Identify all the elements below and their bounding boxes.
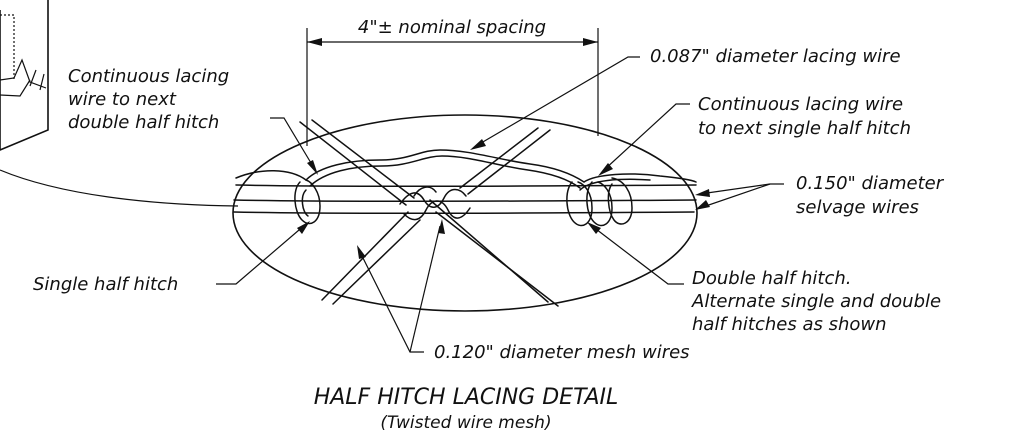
continuous-single-callout: Continuous lacing wire to next single ha… — [598, 94, 911, 176]
continuous-single-label-2: to next single half hitch — [698, 118, 911, 139]
continuous-double-label-1: Continuous lacing — [68, 66, 229, 87]
double-half-hitch-label-2: Alternate single and double — [691, 291, 941, 312]
mesh-wires-label: 0.120" diameter mesh wires — [434, 342, 690, 363]
selvage-label-1: 0.150" diameter — [796, 173, 945, 194]
double-half-hitch-label-1: Double half hitch. — [692, 268, 852, 289]
spacing-dimension: 4"± nominal spacing — [306, 17, 599, 146]
continuous-double-callout: Continuous lacing wire to next double ha… — [68, 66, 318, 175]
diagram-subtitle: (Twisted wire mesh) — [380, 413, 551, 433]
detail-ellipse — [232, 114, 698, 312]
lacing-wire — [235, 149, 697, 227]
selvage-callout: 0.150" diameter selvage wires — [695, 173, 945, 218]
continuous-double-label-3: double half hitch — [68, 112, 219, 133]
single-half-hitch-label: Single half hitch — [33, 274, 178, 295]
continuous-double-label-2: wire to next — [68, 89, 177, 110]
basket-edge-graphic — [0, 0, 49, 151]
selvage-label-2: selvage wires — [796, 197, 919, 218]
double-half-hitch-callout: Double half hitch. Alternate single and … — [587, 222, 941, 335]
lacing-wire-label: 0.087" diameter lacing wire — [650, 46, 901, 67]
lacing-wire-callout: 0.087" diameter lacing wire — [470, 46, 901, 150]
detail-leader-line — [0, 169, 239, 207]
spacing-label: 4"± nominal spacing — [358, 17, 546, 38]
mesh-wires — [299, 119, 559, 307]
diagram-title: HALF HITCH LACING DETAIL — [314, 385, 619, 410]
continuous-single-label-1: Continuous lacing wire — [698, 94, 903, 115]
double-half-hitch-label-3: half hitches as shown — [692, 314, 887, 335]
single-half-hitch-callout: Single half hitch — [33, 221, 310, 295]
mesh-wires-callout: 0.120" diameter mesh wires — [357, 219, 690, 363]
